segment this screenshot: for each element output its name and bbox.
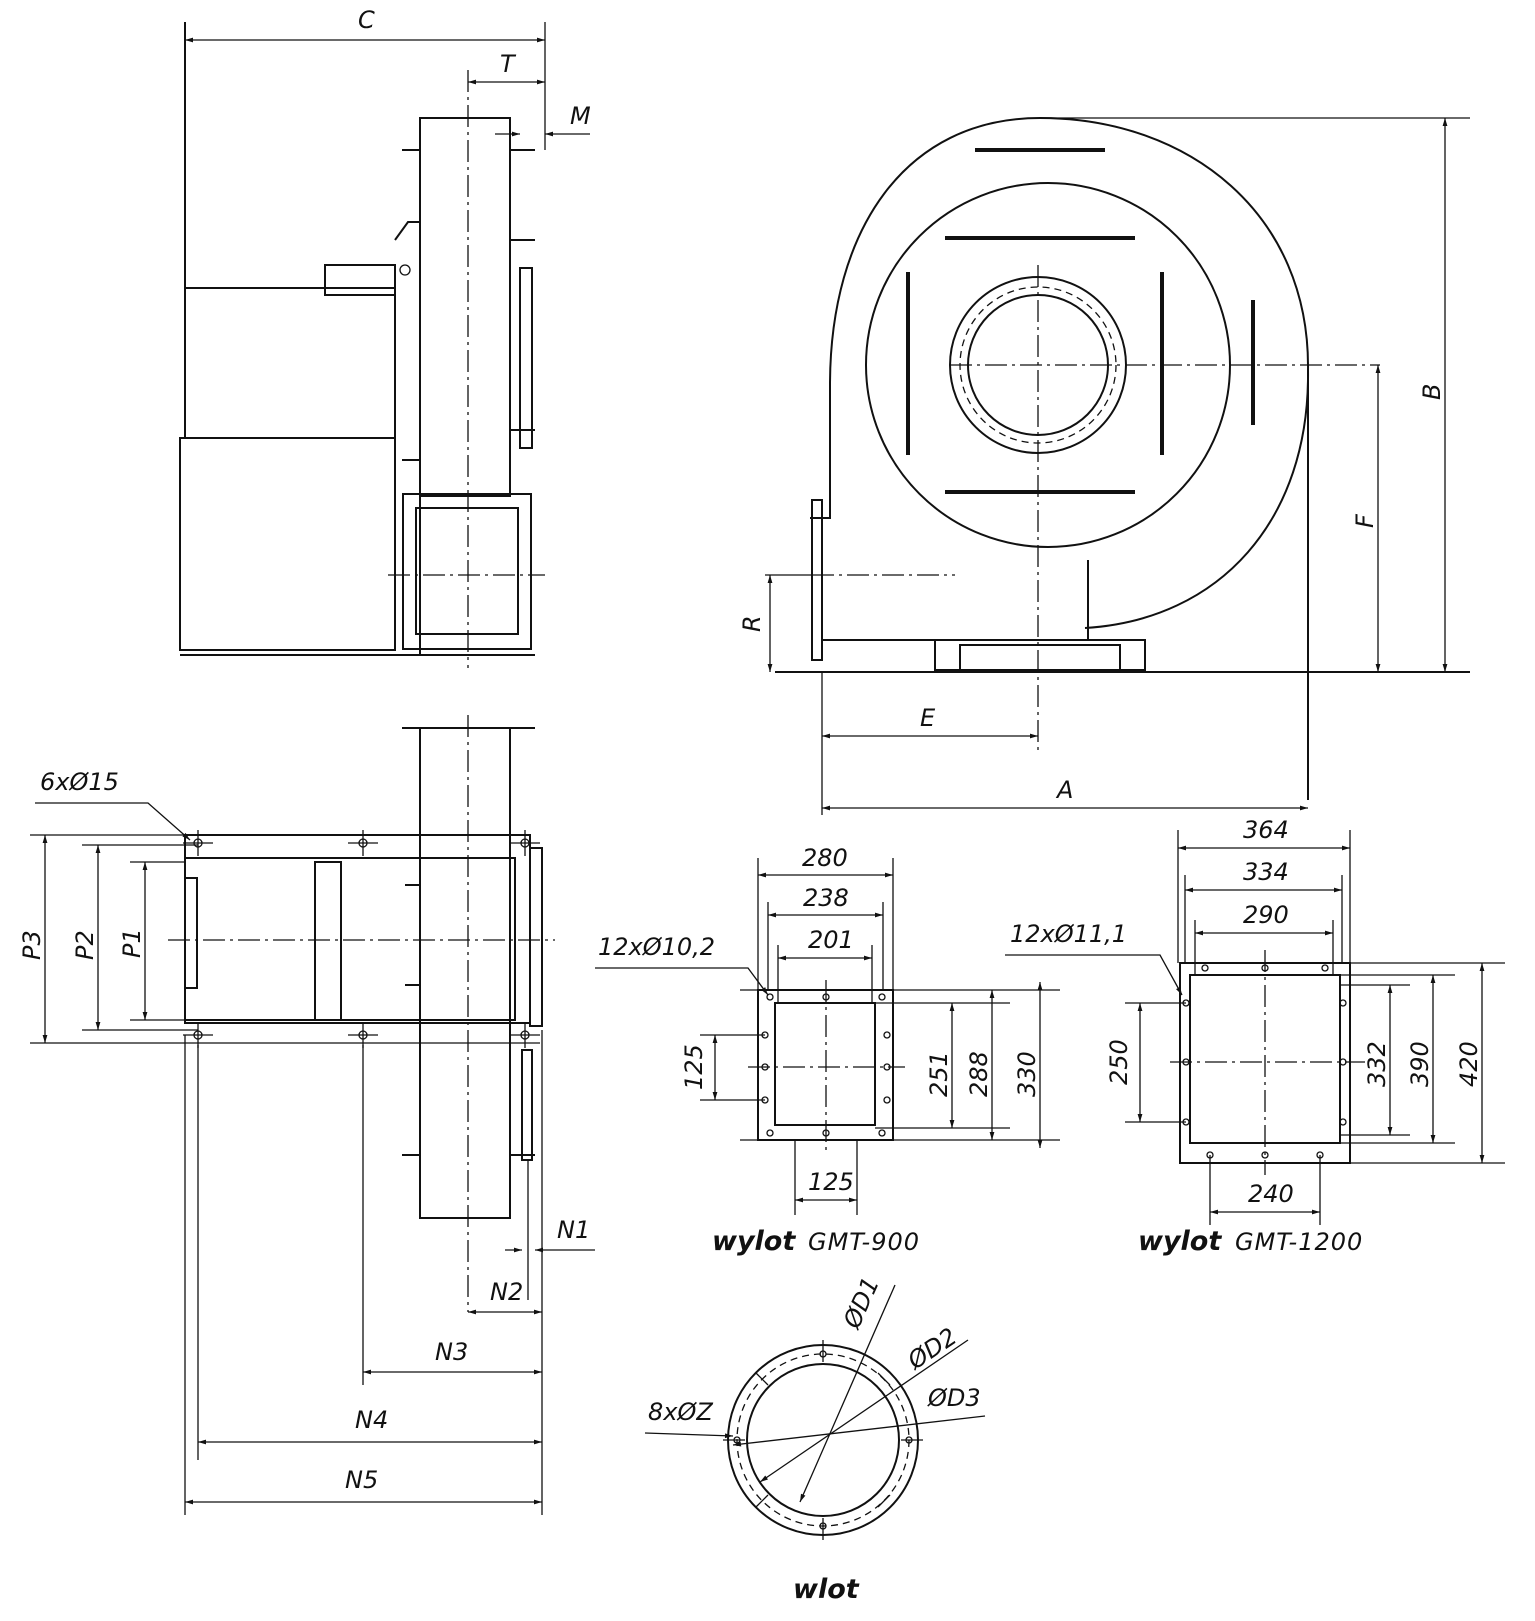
motor-lower [179, 437, 396, 651]
top-view: P3 P2 P1 6xØ15 N1 N2 N3 N4 N5 [18, 715, 595, 1515]
inlet-d2-label: ØD2 [902, 1322, 962, 1375]
dim-f-label: F [1351, 513, 1379, 528]
front-view: B F R E A [738, 116, 1470, 815]
outlet-1200-holes [1182, 964, 1347, 1159]
dim-n3-label: N3 [435, 1338, 468, 1366]
dim-n4-label: N4 [355, 1406, 388, 1434]
dim-n1-label: N1 [557, 1216, 590, 1244]
o900-title: wylot [712, 1226, 796, 1257]
dim-b-label: B [1418, 384, 1446, 400]
terminal-box [324, 264, 396, 296]
dim-n2-label: N2 [490, 1278, 523, 1306]
inlet-d3-label: ØD3 [927, 1384, 981, 1412]
dim-t-label: T [500, 50, 517, 78]
base-holes-label: 6xØ15 [40, 768, 119, 796]
dim-c-label: C [358, 6, 375, 34]
dim-p1-label: P1 [118, 928, 146, 958]
o1200-v-pitch: 250 [1105, 1039, 1133, 1085]
outlet-900-holes [761, 993, 891, 1137]
inlet-title: wlot [793, 1574, 860, 1605]
outlet-gmt900-detail: 280 238 201 12xØ10,2 125 251 288 330 125… [595, 844, 1060, 1257]
o1200-model: GMT-1200 [1235, 1228, 1363, 1256]
o1200-w-mid: 334 [1243, 858, 1289, 886]
o900-model: GMT-900 [808, 1228, 920, 1256]
outlet-gmt1200-detail: 364 334 290 12xØ11,1 250 332 390 420 240… [1005, 816, 1505, 1257]
o1200-w-inner: 290 [1243, 901, 1289, 929]
o1200-h-pitch: 240 [1248, 1180, 1294, 1208]
dim-r-label: R [738, 615, 766, 632]
o900-h-inner: 251 [925, 1051, 953, 1097]
o900-h-mid: 288 [965, 1051, 993, 1097]
inlet-holes-label: 8xØZ [648, 1398, 713, 1426]
housing-side [419, 117, 511, 497]
inlet-detail: ØD1 ØD2 ØD3 8xØZ wlot [644, 1273, 986, 1605]
motor-upper [184, 287, 396, 439]
o900-w-mid: 238 [803, 884, 849, 912]
o1200-h-mid: 390 [1406, 1041, 1434, 1087]
dim-n5-label: N5 [345, 1466, 378, 1494]
dim-e-label: E [920, 704, 936, 732]
dim-m-label: M [570, 102, 591, 130]
o900-h-outer: 330 [1013, 1051, 1041, 1097]
o900-w-inner: 201 [808, 926, 854, 954]
dim-p3-label: P3 [18, 930, 46, 960]
o900-holes-label: 12xØ10,2 [598, 933, 715, 961]
base-holes [183, 830, 540, 1048]
o1200-h-inner: 332 [1363, 1041, 1391, 1087]
outlet-flange-side [402, 493, 532, 650]
o900-v-pitch: 125 [680, 1044, 708, 1090]
scroll-housing [810, 116, 1310, 519]
base-plate [184, 834, 531, 1024]
dim-a-label: A [1055, 776, 1073, 804]
housing-top [419, 727, 511, 1219]
o900-h-pitch: 125 [808, 1168, 854, 1196]
dim-p2-label: P2 [71, 930, 99, 960]
o900-w-outer: 280 [802, 844, 848, 872]
side-view: C T M [179, 6, 591, 668]
o1200-holes-label: 12xØ11,1 [1010, 920, 1127, 948]
o1200-title: wylot [1138, 1226, 1222, 1257]
inlet-detail-inner [746, 1363, 900, 1517]
o1200-h-outer: 420 [1455, 1041, 1483, 1087]
o1200-w-outer: 364 [1243, 816, 1289, 844]
